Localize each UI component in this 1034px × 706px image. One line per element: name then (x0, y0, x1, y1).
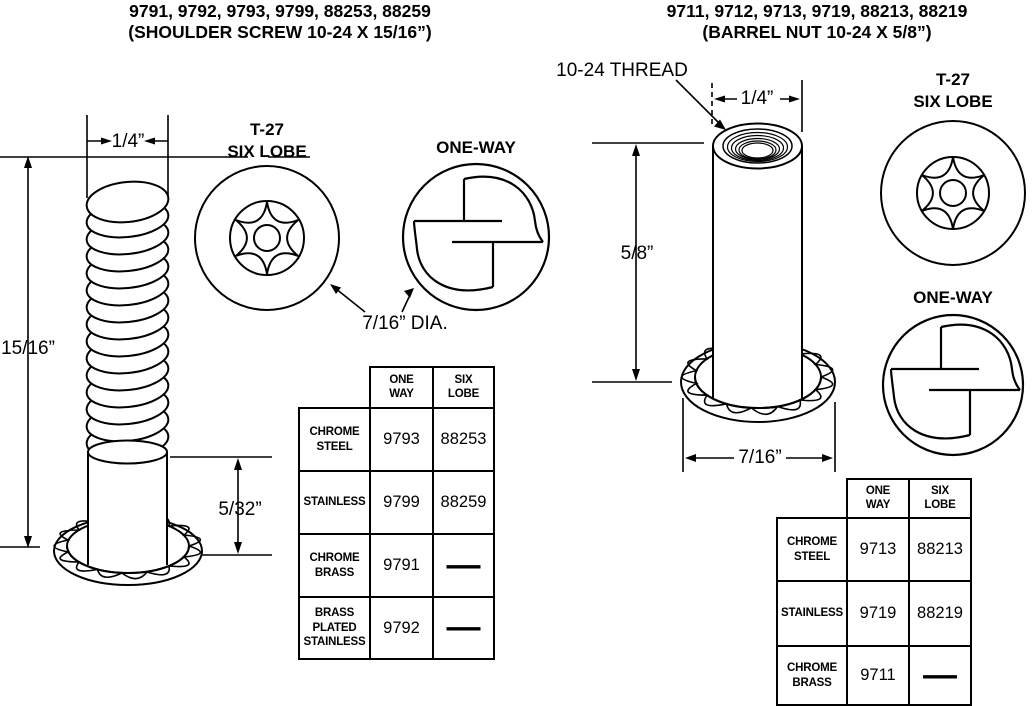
head-dia-leader-arrows (330, 284, 414, 313)
barrel-width-dim-label: 1/4” (740, 88, 774, 109)
part-number: 9719 (846, 580, 910, 647)
col-header-six-lobe: SIX LOBE (432, 366, 495, 409)
material-label: BRASS PLATED STAINLESS (298, 596, 371, 660)
one-way-label-left: ONE-WAY (436, 138, 516, 157)
screw-shoulder (66, 439, 190, 574)
table-row: CHROME STEEL 9793 88253 (298, 407, 495, 472)
one-way-pattern (889, 323, 1021, 440)
six-lobe-head-face-right (880, 120, 1026, 266)
table-row: CHROME BRASS 9791 — (298, 533, 495, 598)
table-corner-blank (777, 479, 847, 518)
material-label: CHROME STEEL (776, 517, 848, 582)
table-row: CHROME STEEL 9713 88213 (776, 517, 972, 582)
col-header-one-way: ONE WAY (846, 478, 910, 519)
screw-length-dim-label: 15/16” (1, 338, 55, 359)
barrel-base-dim-label: 7/16” (738, 447, 782, 468)
six-lobe-star (235, 201, 299, 275)
arrowheads (632, 95, 833, 462)
part-number: 9713 (846, 517, 910, 582)
barrel-nut-part-table: ONE WAY SIX LOBE CHROME STEEL 9713 88213… (776, 478, 972, 706)
part-number: 88219 (908, 580, 972, 647)
material-label: CHROME BRASS (776, 645, 848, 706)
screw-shoulder-dim-label: 5/32” (218, 499, 262, 520)
part-number: 9711 (846, 645, 910, 706)
shoulder-screw-drawing (53, 180, 203, 586)
six-lobe-head-face-left (194, 165, 340, 311)
six-lobe-label-right: T-27 SIX LOBE (913, 70, 993, 111)
table-row: BRASS PLATED STAINLESS 9792 — (298, 596, 495, 660)
left-title-line2: (SHOULDER SCREW 10-24 X 15/16”) (128, 22, 432, 42)
part-number: 9792 (369, 596, 434, 660)
right-title-line2: (BARREL NUT 10-24 X 5/8”) (702, 22, 932, 42)
one-way-head-face-right (881, 313, 1025, 457)
barrel-nut-body (694, 146, 822, 409)
table-row: STAINLESS 9799 88259 (298, 470, 495, 535)
material-label: CHROME STEEL (298, 407, 371, 472)
part-number: 9793 (369, 407, 434, 472)
no-part-dash: — (432, 533, 495, 598)
screw-width-dim-label: 1/4” (111, 131, 145, 152)
barrel-nut-drawing (680, 122, 836, 423)
material-label: STAINLESS (776, 580, 848, 647)
arrowheads (24, 137, 242, 554)
right-title-line1: 9711, 9712, 9713, 9719, 88213, 88219 (666, 1, 968, 21)
material-label: STAINLESS (298, 470, 371, 535)
six-lobe-star (921, 156, 985, 230)
col-header-six-lobe: SIX LOBE (908, 478, 972, 519)
one-way-head-face-left (401, 162, 551, 312)
left-title-line1: 9791, 9792, 9793, 9799, 88253, 88259 (129, 1, 431, 21)
barrel-length-dim-label: 5/8” (620, 243, 654, 264)
col-header-one-way: ONE WAY (369, 366, 434, 409)
table-row: STAINLESS 9719 88219 (776, 580, 972, 647)
shoulder-screw-dimension-lines (0, 115, 310, 556)
barrel-nut-threaded-hole (712, 122, 803, 170)
part-number: 88259 (432, 470, 495, 535)
table-row: CHROME BRASS 9711 — (776, 645, 972, 706)
head-dia-label: 7/16” DIA. (362, 313, 448, 334)
one-way-label-right: ONE-WAY (913, 288, 993, 307)
six-lobe-label-left: T-27 SIX LOBE (227, 120, 307, 161)
part-number: 9799 (369, 470, 434, 535)
screw-threads (85, 180, 170, 460)
no-part-dash: — (908, 645, 972, 706)
barrel-nut-dimension-lines (592, 79, 836, 472)
one-way-pattern (412, 175, 544, 292)
table-corner-blank (299, 367, 370, 408)
no-part-dash: — (432, 596, 495, 660)
shoulder-screw-part-table: ONE WAY SIX LOBE CHROME STEEL 9793 88253… (298, 366, 495, 660)
part-number: 88253 (432, 407, 495, 472)
part-number: 9791 (369, 533, 434, 598)
barrel-thread-label: 10-24 THREAD (556, 60, 688, 81)
material-label: CHROME BRASS (298, 533, 371, 598)
part-number: 88213 (908, 517, 972, 582)
